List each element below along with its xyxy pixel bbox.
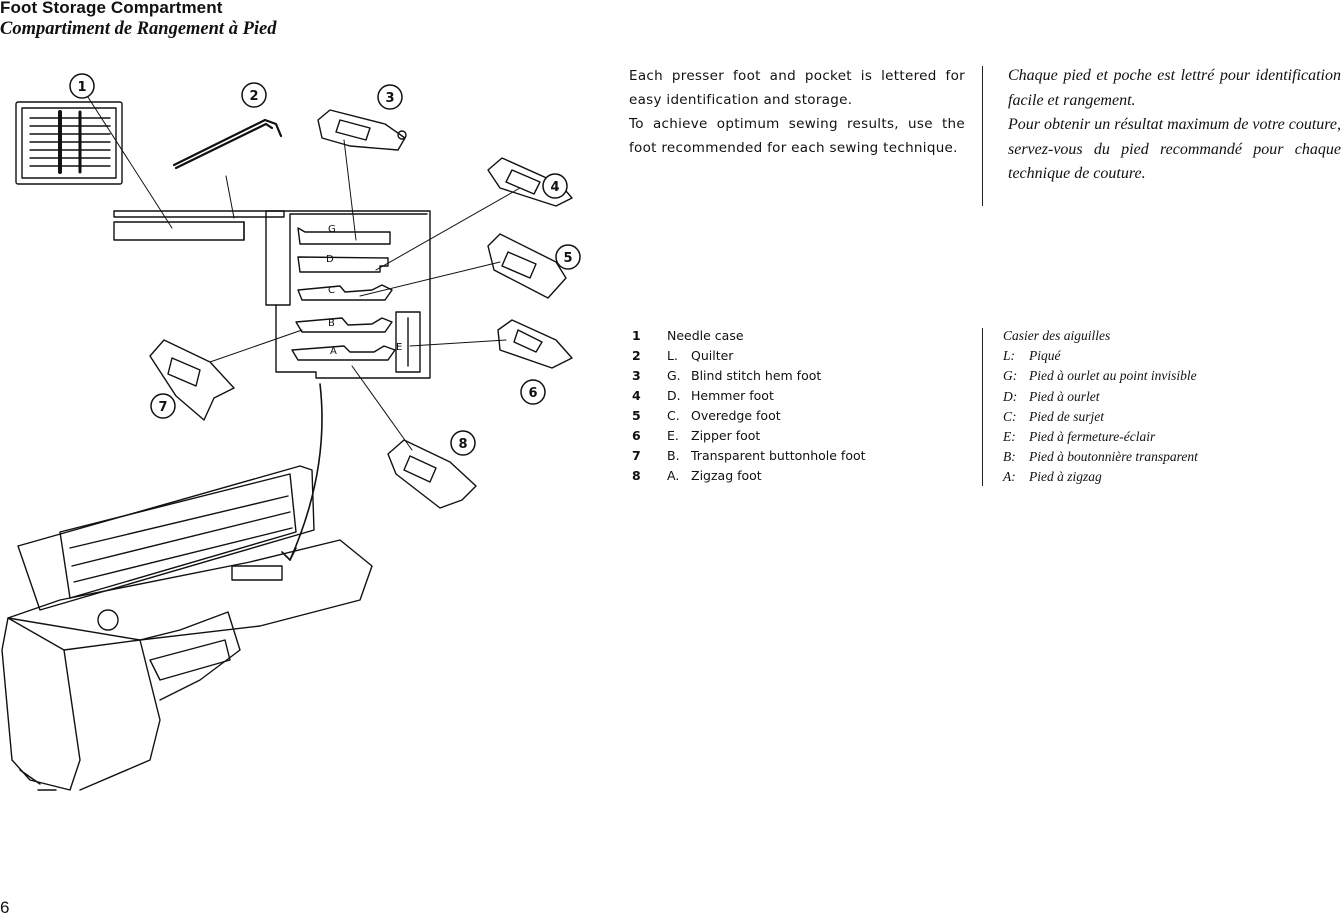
presser-foot-4 <box>487 157 573 207</box>
page-number: 6 <box>0 898 10 917</box>
intro-en-paragraph-1: Each presser foot and pocket is lettered… <box>629 68 965 108</box>
slot-letter-g: G <box>328 224 336 235</box>
quilter-drawing <box>172 118 283 170</box>
foot-storage-illustration: G D C B A E 1 2 3 4 5 6 7 8 <box>1 73 581 791</box>
callout-4: 4 <box>550 180 559 195</box>
callout-7: 7 <box>158 400 167 415</box>
presser-foot-8 <box>387 439 477 509</box>
column-divider-top <box>982 66 983 206</box>
slot-letter-d: D <box>326 254 334 265</box>
page-title-french: Compartiment de Rangement à Pied <box>0 19 277 39</box>
intro-fr-paragraph-1: Chaque pied et poche est lettré pour ide… <box>1008 67 1341 109</box>
column-divider-bottom <box>982 328 983 486</box>
intro-fr-paragraph-2: Pour obtenir un résultat maximum de votr… <box>1008 116 1341 182</box>
callout-6: 6 <box>528 386 537 401</box>
intro-french: Chaque pied et poche est lettré pour ide… <box>1008 64 1341 187</box>
slot-letter-e: E <box>396 342 402 353</box>
sewing-machine-drawing <box>1 465 373 791</box>
presser-foot-5 <box>487 233 567 299</box>
slot-letter-c: C <box>328 285 335 296</box>
callout-2: 2 <box>249 89 258 104</box>
presser-foot-7 <box>149 339 235 421</box>
callout-5: 5 <box>563 251 572 266</box>
presser-foot-3 <box>317 109 407 151</box>
needle-case-drawing <box>15 101 123 185</box>
intro-english: Each presser foot and pocket is lettered… <box>629 64 965 160</box>
compartment-outline <box>265 210 431 379</box>
presser-foot-6 <box>497 319 573 369</box>
slot-letter-b: B <box>328 318 335 329</box>
slot-letter-a: A <box>330 346 337 357</box>
callout-1: 1 <box>77 80 86 95</box>
callout-8: 8 <box>458 437 467 452</box>
page-title: Foot Storage Compartment <box>0 0 223 17</box>
callout-3: 3 <box>385 91 394 106</box>
intro-en-paragraph-2: To achieve optimum sewing results, use t… <box>629 116 965 156</box>
